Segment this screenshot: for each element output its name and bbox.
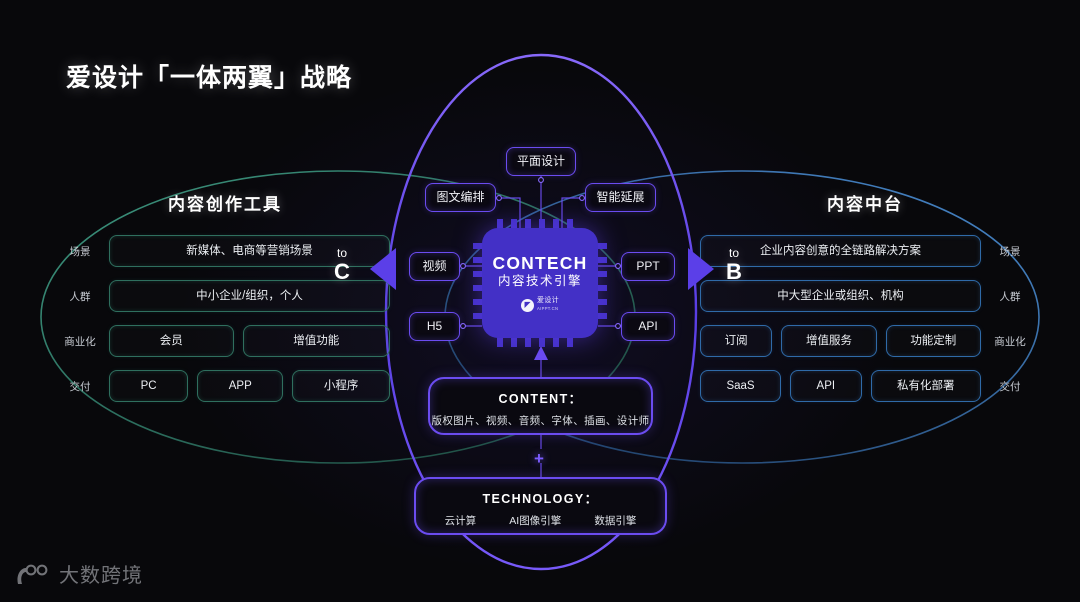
chip-pins-icon bbox=[473, 219, 607, 347]
wing-row: 人群 中小企业/组织，个人 bbox=[60, 280, 390, 312]
wing-row: 人群 中大型企业或组织、机构 bbox=[700, 280, 1030, 312]
row-label: 商业化 bbox=[994, 335, 1026, 348]
watermark-logo-icon bbox=[17, 564, 48, 584]
left-wing-panel: 内容创作工具 场景 新媒体、电商等营销场景 人群 中小企业/组织，个人 商业化 … bbox=[60, 190, 391, 415]
satellite-tag-api[interactable]: API bbox=[621, 312, 675, 341]
right-tag-delivery-2[interactable]: API bbox=[790, 370, 862, 402]
technology-items: 云计算 AI图像引擎 数据引擎 bbox=[416, 513, 665, 528]
content-heading: CONTENT： bbox=[498, 392, 583, 406]
chip-body: CONTECH 内容技术引擎 ◤ 爱设计 AIPPT.CN bbox=[482, 228, 598, 338]
to-c-prefix: to bbox=[336, 246, 347, 260]
chip-up-arrow bbox=[534, 346, 548, 360]
left-wing-title: 内容创作工具 bbox=[168, 195, 282, 214]
row-tags: 企业内容创意的全链路解决方案 bbox=[700, 235, 981, 267]
left-tag-monetize-2[interactable]: 增值功能 bbox=[242, 325, 390, 357]
right-tag-audience-1[interactable]: 中大型企业或组织、机构 bbox=[700, 280, 981, 312]
left-tag-audience-1[interactable]: 中小企业/组织，个人 bbox=[109, 280, 390, 312]
row-tags: SaaS API 私有化部署 bbox=[700, 370, 981, 402]
row-tags: PC APP 小程序 bbox=[109, 370, 391, 402]
chip-brand-logo: ◤ 爱设计 AIPPT.CN bbox=[521, 297, 559, 313]
left-tag-delivery-1[interactable]: PC bbox=[109, 370, 189, 402]
wing-row: 场景 企业内容创意的全链路解决方案 bbox=[700, 235, 1030, 267]
row-tags: 订阅 增值服务 功能定制 bbox=[700, 325, 981, 357]
right-tag-delivery-3[interactable]: 私有化部署 bbox=[870, 370, 981, 402]
satellite-tag-zhineng[interactable]: 智能延展 bbox=[585, 183, 656, 212]
row-label: 人群 bbox=[69, 290, 91, 303]
row-label: 商业化 bbox=[64, 335, 96, 348]
right-tag-scene-1[interactable]: 企业内容创意的全链路解决方案 bbox=[700, 235, 981, 267]
wing-row: 商业化 会员 增值功能 bbox=[60, 325, 390, 357]
right-tag-monetize-3[interactable]: 功能定制 bbox=[885, 325, 981, 357]
technology-foundation-box: TECHNOLOGY： 云计算 AI图像引擎 数据引擎 bbox=[414, 477, 667, 535]
technology-heading: TECHNOLOGY： bbox=[482, 492, 599, 506]
to-b-letter: B bbox=[726, 259, 742, 284]
wing-row: 交付 SaaS API 私有化部署 bbox=[700, 370, 1030, 402]
chip-subtitle: 内容技术引擎 bbox=[497, 274, 582, 288]
row-tags: 会员 增值功能 bbox=[109, 325, 390, 357]
brand-line-1: 爱设计 bbox=[537, 297, 559, 304]
watermark: 大数跨境 bbox=[14, 559, 143, 588]
row-label: 场景 bbox=[69, 245, 91, 258]
row-label: 人群 bbox=[999, 290, 1021, 303]
right-wing-title: 内容中台 bbox=[827, 195, 903, 214]
wing-row: 交付 PC APP 小程序 bbox=[60, 370, 391, 402]
wing-row: 商业化 订阅 增值服务 功能定制 bbox=[700, 325, 1030, 357]
left-tag-delivery-2[interactable]: APP bbox=[197, 370, 284, 402]
technology-item-1: 云计算 bbox=[444, 515, 477, 527]
left-tag-delivery-3[interactable]: 小程序 bbox=[292, 370, 391, 402]
technology-item-2: AI图像引擎 bbox=[509, 515, 562, 527]
to-b-prefix: to bbox=[728, 246, 739, 260]
satellite-tag-tuwen[interactable]: 图文编排 bbox=[425, 183, 496, 212]
contech-chip[interactable]: CONTECH 内容技术引擎 ◤ 爱设计 AIPPT.CN bbox=[473, 219, 607, 347]
brand-text: 爱设计 AIPPT.CN bbox=[537, 297, 559, 313]
to-b-badge: to B bbox=[712, 246, 756, 283]
brand-line-2: AIPPT.CN bbox=[537, 306, 559, 311]
right-wing-panel: 内容中台 场景 企业内容创意的全链路解决方案 人群 中大型企业或组织、机构 商业… bbox=[700, 190, 1030, 415]
right-tag-monetize-1[interactable]: 订阅 bbox=[700, 325, 773, 357]
chip-title: CONTECH bbox=[492, 253, 588, 273]
to-c-badge: to C bbox=[320, 246, 364, 283]
page-title: 爱设计「一体两翼」战略 bbox=[66, 64, 353, 92]
left-tag-monetize-1[interactable]: 会员 bbox=[109, 325, 234, 357]
content-foundation-box: CONTENT： 版权图片、视频、音频、字体、插画、设计师 bbox=[428, 377, 653, 435]
satellite-tag-shipin[interactable]: 视频 bbox=[409, 252, 460, 281]
watermark-text: 大数跨境 bbox=[59, 565, 143, 587]
right-tag-monetize-2[interactable]: 增值服务 bbox=[781, 325, 877, 357]
row-label: 交付 bbox=[999, 380, 1021, 393]
row-tags: 中小企业/组织，个人 bbox=[109, 280, 390, 312]
technology-item-3: 数据引擎 bbox=[594, 515, 637, 527]
arrow-left-icon bbox=[370, 248, 396, 290]
row-label: 场景 bbox=[999, 245, 1021, 258]
to-c-letter: C bbox=[334, 259, 350, 284]
satellite-tag-h5[interactable]: H5 bbox=[409, 312, 460, 341]
right-tag-delivery-1[interactable]: SaaS bbox=[700, 370, 782, 402]
brand-mark-icon: ◤ bbox=[521, 298, 535, 312]
row-tags: 中大型企业或组织、机构 bbox=[700, 280, 981, 312]
satellite-tag-ppt[interactable]: PPT bbox=[621, 252, 675, 281]
row-tags: 新媒体、电商等营销场景 bbox=[109, 235, 390, 267]
content-items: 版权图片、视频、音频、字体、插画、设计师 bbox=[431, 415, 650, 427]
plus-icon: + bbox=[534, 449, 544, 468]
wing-row: 场景 新媒体、电商等营销场景 bbox=[60, 235, 390, 267]
row-label: 交付 bbox=[69, 380, 91, 393]
left-tag-scene-1[interactable]: 新媒体、电商等营销场景 bbox=[109, 235, 390, 267]
arrow-right-icon bbox=[688, 248, 714, 290]
satellite-tag-pingmian[interactable]: 平面设计 bbox=[506, 147, 576, 176]
